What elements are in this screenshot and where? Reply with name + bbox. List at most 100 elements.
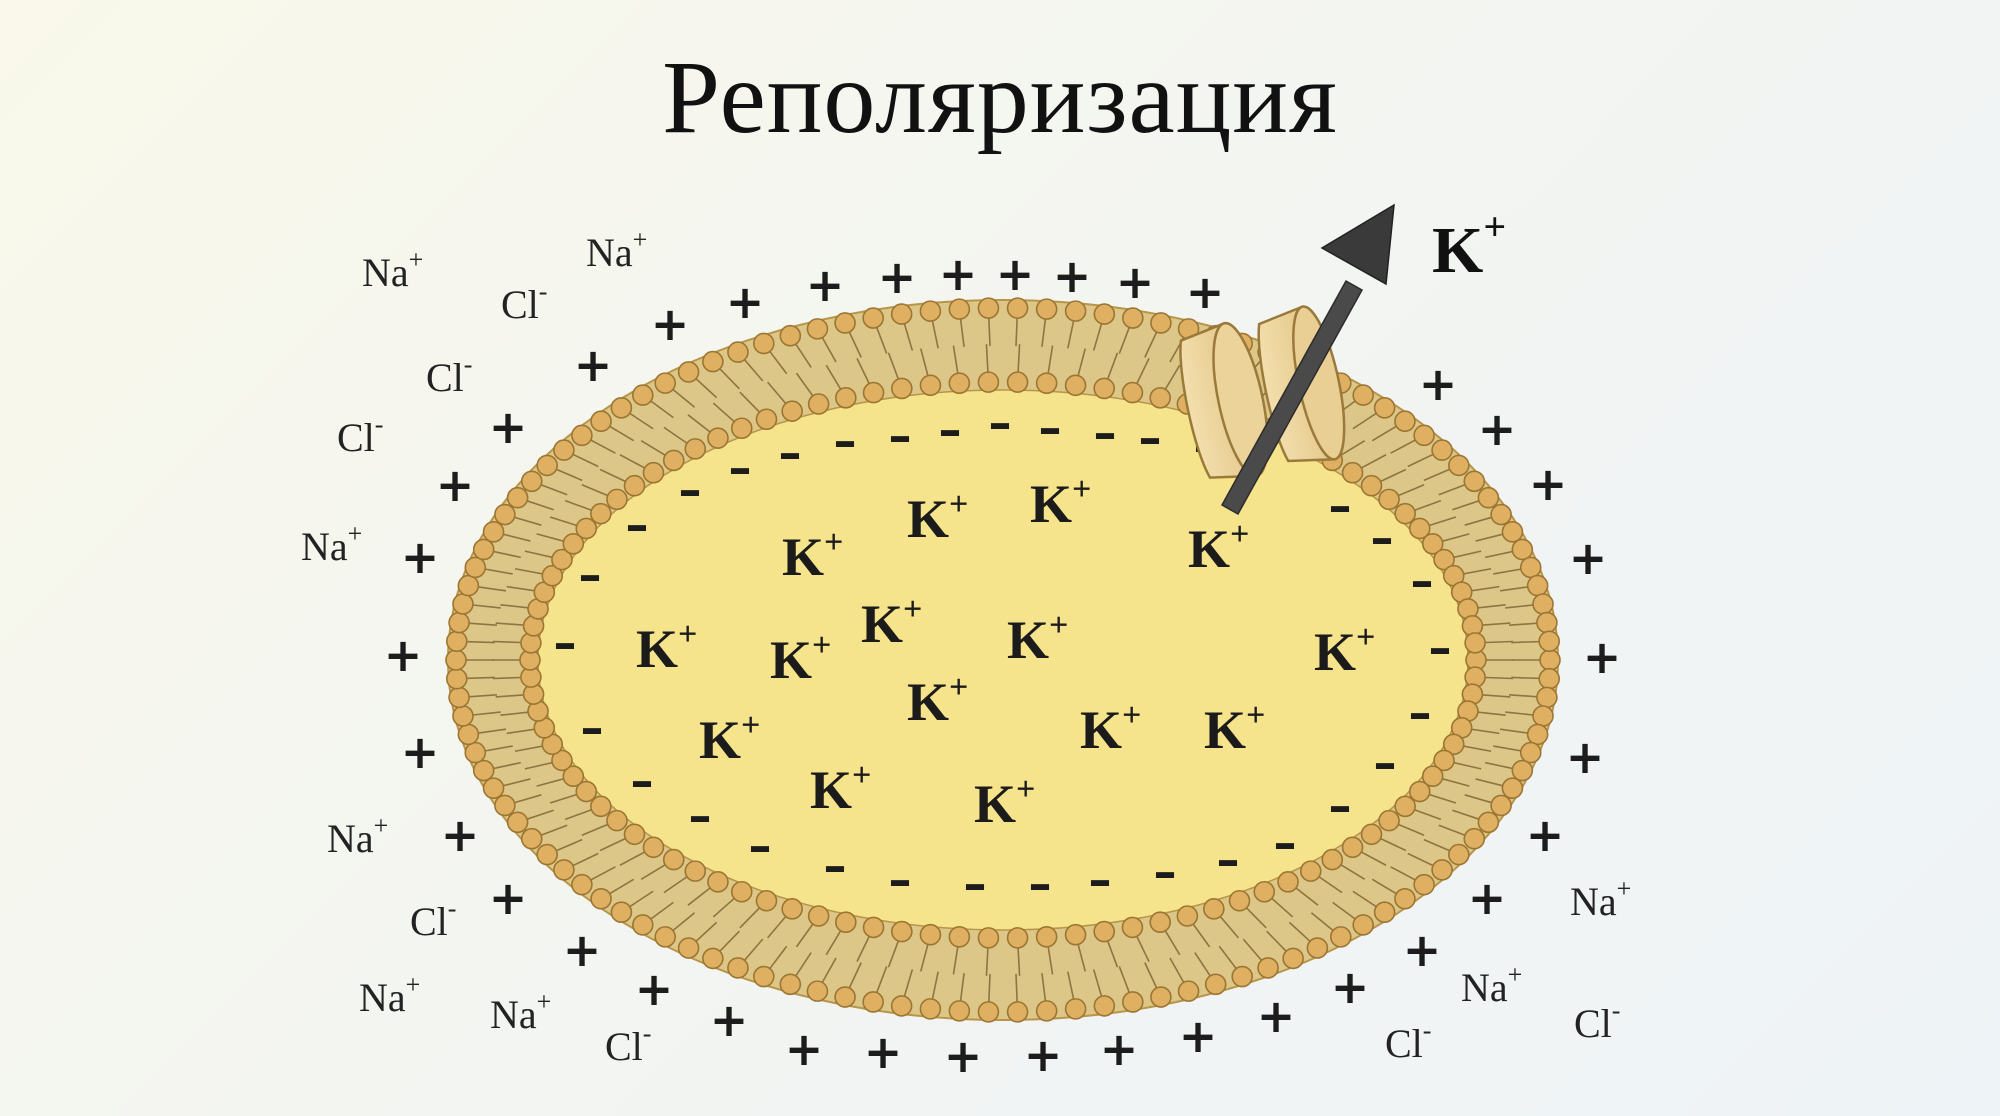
chloride-ion: Cl- (1385, 1016, 1431, 1066)
ion-symbol: Na (1461, 965, 1508, 1010)
phospholipid-head (684, 860, 707, 882)
potassium-ion: K+ (636, 616, 697, 679)
phospholipid-head (506, 486, 529, 509)
ion-symbol: K (699, 710, 741, 770)
ion-symbol: Na (301, 524, 348, 569)
extracellular-ions: Na+Na+Cl-Cl-Cl-Na+Na+Cl-Na+Na+Cl-Na+Na+C… (301, 225, 1631, 1069)
positive-charge: + (944, 1029, 983, 1083)
ion-charge: - (464, 350, 473, 379)
flow-ion-charge: + (1483, 204, 1506, 249)
potassium-ion: K+ (782, 524, 843, 587)
phospholipid-head (1329, 926, 1352, 948)
phospholipid-head (1536, 686, 1558, 709)
phospholipid-head (702, 350, 724, 373)
phospholipid-head (610, 397, 633, 419)
phospholipid-head (727, 957, 749, 979)
phospholipid-head (1448, 843, 1470, 866)
positive-charge: + (401, 725, 440, 779)
positive-charge: + (1179, 1009, 1218, 1063)
sodium-ion: Na+ (586, 225, 647, 275)
ion-charge: - (448, 894, 457, 923)
ion-symbol: Cl (337, 415, 375, 460)
ion-charge: + (949, 669, 968, 706)
negative-charge: – (824, 839, 847, 893)
phospholipid-head (1064, 374, 1087, 397)
phospholipid-head (862, 991, 884, 1013)
outer-positive-charges: +++++++++++++++++++++++++++++++++++++ (384, 247, 1622, 1083)
positive-charge: + (1529, 457, 1568, 511)
phospholipid-head (1299, 860, 1322, 882)
phospholipid-head (571, 873, 593, 896)
potassium-ion: K+ (810, 757, 871, 820)
phospholipid-head (1121, 381, 1144, 404)
phospholipid-head (834, 911, 857, 933)
phospholipid-head (730, 880, 753, 903)
flow-ion-label: K+ (1432, 204, 1506, 287)
negative-charge: – (1371, 511, 1394, 565)
positive-charge: + (1331, 960, 1370, 1014)
ion-charge: + (741, 707, 760, 744)
sodium-ion: Na+ (362, 245, 423, 295)
negative-charge: – (1274, 816, 1297, 870)
phospholipid-head (948, 372, 971, 394)
ion-charge: + (1356, 619, 1375, 656)
phospholipid-head (520, 470, 543, 493)
phospholipid-head (1477, 486, 1500, 509)
phospholipid-head (1394, 410, 1416, 433)
ion-symbol: K (770, 630, 812, 690)
ion-charge: + (1246, 697, 1265, 734)
phospholipid-head (1408, 780, 1431, 803)
phospholipid-head (1413, 873, 1435, 896)
phospholipid-head (623, 823, 646, 846)
phospholipid-head (1448, 454, 1470, 477)
phospholipid-head (1006, 1001, 1029, 1023)
ion-charge: + (824, 524, 843, 561)
positive-charge: + (1403, 923, 1442, 977)
phospholipid-head (1006, 927, 1029, 949)
phospholipid-head (890, 995, 913, 1017)
ion-symbol: K (1188, 519, 1230, 579)
phospholipid-head (642, 836, 665, 859)
phospholipid-head (1433, 749, 1455, 772)
phospholipid-head (1532, 705, 1554, 727)
phospholipid-head (781, 898, 803, 920)
phospholipid-head (1150, 312, 1172, 334)
positive-charge: + (806, 258, 845, 312)
positive-charge: + (436, 458, 475, 512)
positive-charge: + (1100, 1022, 1139, 1076)
phospholipid-head (1378, 809, 1400, 832)
phospholipid-head (1321, 848, 1344, 871)
ion-symbol: K (974, 774, 1016, 834)
potassium-ion: K+ (1204, 697, 1265, 760)
phospholipid-head (1408, 517, 1431, 540)
phospholipid-head (1464, 632, 1486, 654)
phospholipid-head (606, 809, 628, 832)
ion-symbol: K (636, 619, 678, 679)
phospholipid-head (677, 361, 700, 383)
positive-charge: + (996, 247, 1035, 301)
phospholipid-head (781, 400, 803, 422)
ion-symbol: Na (490, 992, 537, 1037)
positive-charge: + (878, 250, 917, 304)
phospholipid-head (1231, 965, 1254, 988)
phospholipid-head (1360, 823, 1383, 846)
phospholipid-head (1257, 957, 1279, 979)
negative-charge: – (554, 616, 577, 670)
ion-charge: + (537, 987, 552, 1016)
phospholipid-head (445, 667, 468, 690)
phospholipid-head (631, 384, 654, 406)
phospholipid-head (1064, 923, 1087, 946)
phospholipid-head (1501, 521, 1524, 543)
phospholipid-head (1093, 995, 1116, 1017)
negative-charge: – (1089, 853, 1112, 907)
phospholipid-head (623, 474, 646, 497)
sodium-ion: Na+ (327, 811, 388, 861)
phospholipid-head (806, 318, 829, 340)
positive-charge: + (1257, 989, 1296, 1043)
phospholipid-head (1006, 371, 1029, 393)
phospholipid-head (1501, 777, 1524, 799)
intracellular-ions: K+K+K+K+K+K+K+K+K+K+K+K+K+K+K+ (636, 471, 1375, 834)
negative-charge: – (631, 754, 654, 808)
ion-charge: + (374, 811, 389, 840)
negative-charge: – (779, 426, 802, 480)
